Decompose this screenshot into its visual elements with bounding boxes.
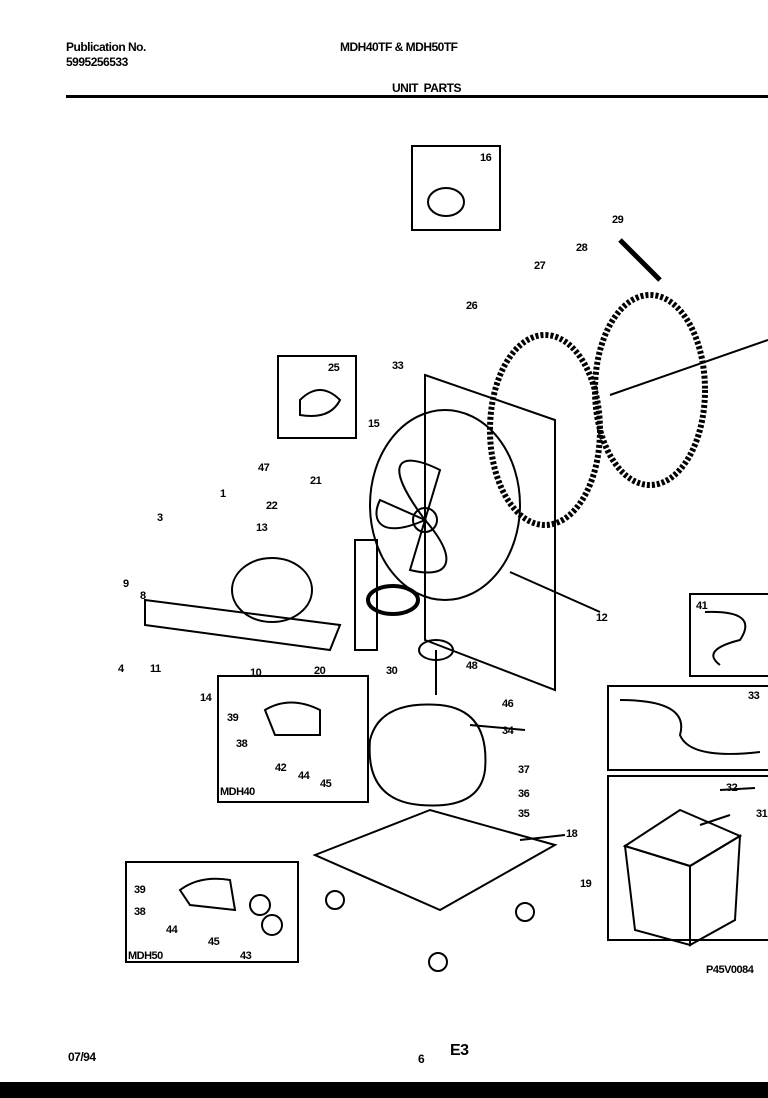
- publication-number: 5995256533: [66, 55, 128, 69]
- caster-shape: [515, 902, 535, 922]
- motor-shape: [231, 557, 313, 623]
- inset-box-mdh40: [217, 675, 369, 803]
- footer-date: 07/94: [68, 1050, 96, 1064]
- callout-33-harness: 33: [748, 690, 760, 702]
- panel-shape: [144, 598, 342, 652]
- bucket-front-shape: [689, 834, 742, 947]
- callout-35: 35: [518, 808, 530, 820]
- wire-harness-shape: [619, 699, 761, 755]
- callout-10: 10: [250, 667, 262, 679]
- inset-box-41: [689, 593, 768, 677]
- callout-12: 12: [596, 612, 608, 624]
- callout-26: 26: [466, 300, 478, 312]
- callout-45-mdh50: 45: [208, 936, 220, 948]
- caster-shape: [428, 952, 448, 972]
- handle-shape: [618, 238, 662, 282]
- model-title: MDH40TF & MDH50TF: [340, 40, 458, 54]
- power-cord-shape: [704, 610, 747, 666]
- caster-shape: [325, 890, 345, 910]
- shaft-shape: [609, 339, 768, 396]
- bracket-shape: [354, 539, 378, 651]
- inset-box-25: [277, 355, 357, 439]
- callout-19: 19: [580, 878, 592, 890]
- callout-33: 33: [392, 360, 404, 372]
- callout-25: 25: [328, 362, 340, 374]
- relay-shape: [178, 877, 237, 912]
- callout-9: 9: [123, 578, 129, 590]
- thermostat-shape: [299, 389, 342, 417]
- inset-box-33: [607, 685, 768, 771]
- base-shape: [312, 808, 558, 912]
- footer-page: 6: [418, 1052, 425, 1066]
- callout-38: 38: [236, 738, 248, 750]
- clamp-shape: [427, 187, 465, 217]
- callout-4: 4: [118, 663, 124, 675]
- label-mdh50: MDH50: [128, 950, 163, 962]
- callout-20: 20: [314, 665, 326, 677]
- callout-15: 15: [368, 418, 380, 430]
- inset-box-16: [411, 145, 501, 231]
- callout-39: 39: [227, 712, 239, 724]
- callout-36: 36: [518, 788, 530, 800]
- section-title: UNIT PARTS: [392, 81, 461, 95]
- callout-34: 34: [502, 725, 514, 737]
- fan-blade-shape: [375, 459, 448, 574]
- relay-shape: [263, 701, 321, 736]
- callout-18: 18: [566, 828, 578, 840]
- callout-37: 37: [518, 764, 530, 776]
- label-mdh40: MDH40: [220, 786, 255, 798]
- callout-29: 29: [612, 214, 624, 226]
- shroud-shape: [369, 409, 521, 601]
- callout-47: 47: [258, 462, 270, 474]
- callout-42: 42: [275, 762, 287, 774]
- callout-13: 13: [256, 522, 268, 534]
- callout-39-mdh50: 39: [134, 884, 146, 896]
- callout-41: 41: [696, 600, 708, 612]
- inset-box-31: [607, 775, 768, 941]
- publication-label: Publication No.: [66, 40, 146, 54]
- callout-16: 16: [480, 152, 492, 164]
- callout-3: 3: [157, 512, 163, 524]
- bucket-side-shape: [623, 844, 691, 947]
- figure-code: P45V0084: [706, 964, 754, 976]
- ring-shape: [366, 584, 420, 616]
- coil-shape: [592, 292, 708, 488]
- callout-44-mdh50: 44: [166, 924, 178, 936]
- coil-shape: [487, 332, 603, 528]
- callout-48: 48: [466, 660, 478, 672]
- header-rule: [66, 95, 768, 98]
- callout-30: 30: [386, 665, 398, 677]
- footer-bar: [0, 1082, 768, 1098]
- footer-code: E3: [450, 1042, 469, 1059]
- callout-43: 43: [240, 950, 252, 962]
- callout-11: 11: [150, 663, 161, 675]
- callout-27: 27: [534, 260, 546, 272]
- compressor-shape: [368, 703, 487, 807]
- callout-38-mdh50: 38: [134, 906, 146, 918]
- callout-32: 32: [726, 782, 738, 794]
- callout-21: 21: [310, 475, 322, 487]
- callout-46: 46: [502, 698, 514, 710]
- callout-44: 44: [298, 770, 310, 782]
- callout-8: 8: [140, 590, 146, 602]
- callout-14: 14: [200, 692, 212, 704]
- callout-28: 28: [576, 242, 588, 254]
- inset-box-mdh50: [125, 861, 299, 963]
- housing-shape: [424, 373, 556, 692]
- fan-hub-shape: [412, 507, 438, 533]
- callout-45: 45: [320, 778, 332, 790]
- callout-22: 22: [266, 500, 278, 512]
- callout-1: 1: [220, 488, 226, 500]
- callout-31: 31: [756, 808, 768, 820]
